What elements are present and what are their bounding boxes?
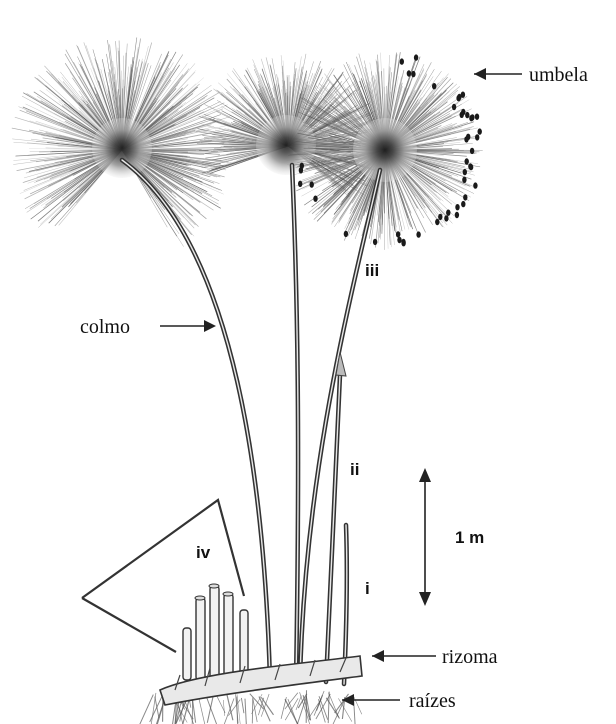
umbel-left: [12, 38, 235, 247]
umbel-right: [286, 52, 483, 250]
label-rizoma: rizoma: [442, 646, 498, 668]
label-stage-iii: iii: [365, 261, 379, 280]
label-stage-ii: ii: [350, 460, 359, 479]
label-raizes: raízes: [409, 690, 456, 712]
label-scale: 1 m: [455, 528, 484, 547]
culms: [122, 160, 380, 684]
label-colmo: colmo: [80, 316, 130, 338]
label-umbela: umbela: [529, 64, 588, 86]
label-stage-i: i: [365, 579, 370, 598]
scale-bar: [419, 468, 431, 606]
label-stage-iv: iv: [196, 543, 211, 562]
cut-stems: [183, 584, 248, 680]
